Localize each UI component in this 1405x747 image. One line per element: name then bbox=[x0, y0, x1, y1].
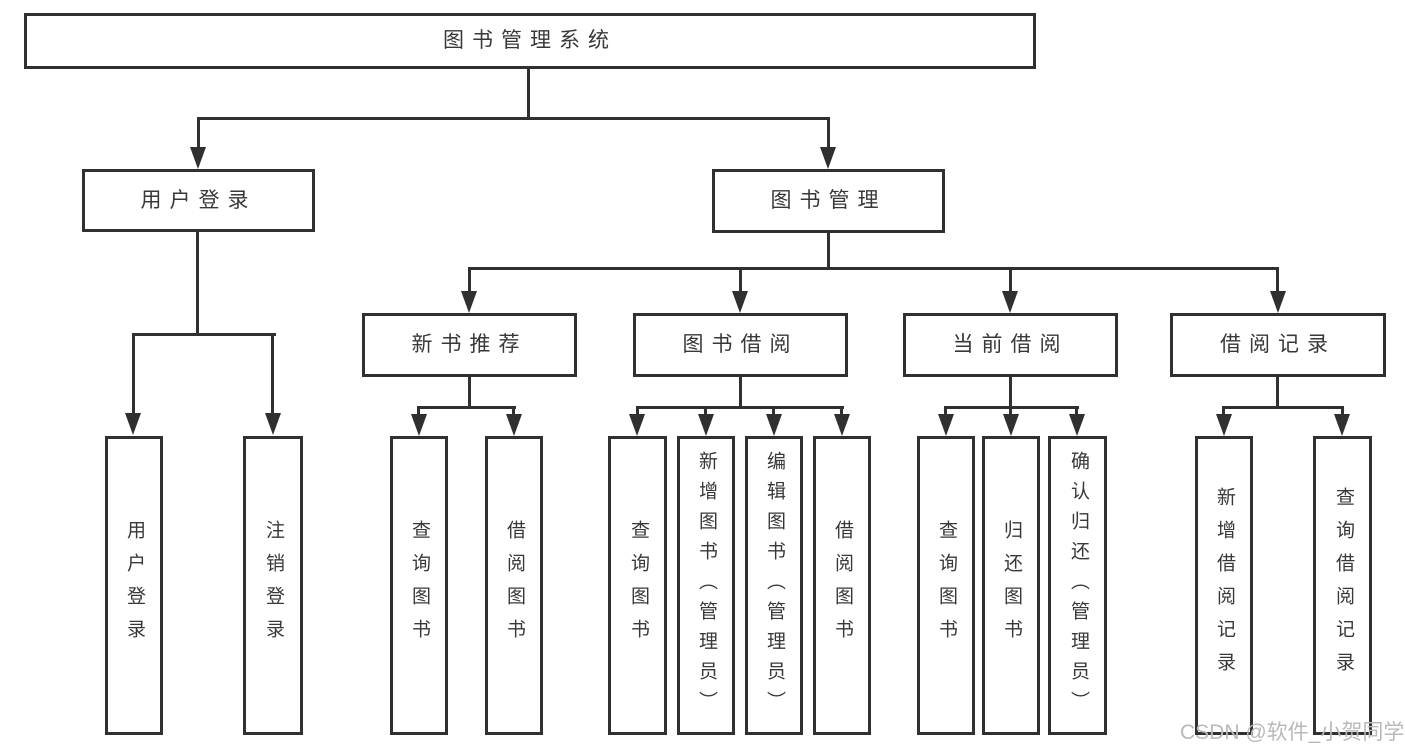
arrow-down-icon bbox=[1334, 414, 1350, 436]
leaf-nb-borrow-books: 借阅图书 bbox=[485, 436, 543, 735]
connector-book-mgmt-line bbox=[827, 117, 830, 147]
arrow-down-icon bbox=[834, 414, 850, 436]
arrow-down-icon bbox=[938, 414, 954, 436]
connector-leaf-line bbox=[704, 406, 707, 416]
arrow-down-icon bbox=[732, 291, 748, 313]
arrow-down-icon bbox=[461, 291, 477, 313]
connector-leaf-line bbox=[840, 406, 843, 416]
node-new-book-rec: 新书推荐 bbox=[362, 313, 577, 377]
node-root: 图书管理系统 bbox=[24, 13, 1036, 69]
connector-user-login-bar bbox=[132, 333, 276, 336]
arrow-down-icon bbox=[125, 413, 141, 435]
connector-borrow-records-bar bbox=[1222, 406, 1344, 409]
leaf-br-add-record: 新增借阅记录 bbox=[1195, 436, 1253, 735]
connector-leaf-line bbox=[1341, 406, 1344, 416]
arrow-down-icon bbox=[190, 147, 206, 169]
connector-book-borrow-line bbox=[739, 267, 742, 293]
leaf-bb-query-books: 查询图书 bbox=[608, 436, 667, 735]
node-book-mgmt: 图书管理 bbox=[712, 169, 945, 233]
leaf-cb-query-books: 查询图书 bbox=[917, 436, 975, 735]
arrow-down-icon bbox=[820, 147, 836, 169]
connector-leaf-logout-line bbox=[271, 333, 274, 415]
connector-leaf-line bbox=[1009, 406, 1012, 416]
connector-leaf-user-login-line bbox=[132, 333, 135, 415]
connector-book-mgmt-stub bbox=[827, 233, 830, 269]
connector-leaf-line bbox=[417, 406, 420, 416]
connector-current-borrow-stub bbox=[1009, 377, 1012, 408]
arrow-down-icon bbox=[766, 414, 782, 436]
leaf-cb-return-books: 归还图书 bbox=[982, 436, 1040, 735]
arrow-down-icon bbox=[1002, 291, 1018, 313]
arrow-down-icon bbox=[1216, 414, 1232, 436]
arrow-down-icon bbox=[1270, 291, 1286, 313]
connector-new-book-stub bbox=[468, 377, 471, 408]
watermark: CSDN @软件_小贺同学 bbox=[1180, 721, 1405, 744]
leaf-bb-borrow-books: 借阅图书 bbox=[813, 436, 871, 735]
leaf-user-login: 用户登录 bbox=[105, 436, 163, 735]
connector-user-login-line bbox=[197, 117, 200, 147]
arrow-down-icon bbox=[1069, 414, 1085, 436]
connector-borrow-records-line bbox=[1276, 267, 1279, 293]
connector-new-book-line bbox=[468, 267, 471, 293]
node-borrow-records: 借阅记录 bbox=[1170, 313, 1386, 377]
connector-current-borrow-line bbox=[1009, 267, 1012, 293]
leaf-cb-confirm-return-admin: 确认归还（管理员） bbox=[1048, 436, 1107, 735]
connector-leaf-line bbox=[944, 406, 947, 416]
connector-user-login-stub bbox=[196, 232, 199, 335]
node-user-login: 用户登录 bbox=[82, 169, 315, 232]
leaf-nb-query-books: 查询图书 bbox=[390, 436, 448, 735]
node-book-borrow: 图书借阅 bbox=[633, 313, 848, 377]
connector-leaf-line bbox=[512, 406, 515, 416]
arrow-down-icon bbox=[506, 414, 522, 436]
leaf-logout: 注销登录 bbox=[243, 436, 303, 735]
arrow-down-icon bbox=[1003, 414, 1019, 436]
connector-new-book-bar bbox=[417, 406, 516, 409]
arrow-down-icon bbox=[265, 413, 281, 435]
connector-book-mgmt-bar bbox=[468, 267, 1279, 270]
connector-root-stub bbox=[527, 69, 530, 118]
connector-leaf-line bbox=[772, 406, 775, 416]
connector-root-bar bbox=[197, 117, 830, 120]
node-current-borrow: 当前借阅 bbox=[903, 313, 1118, 377]
leaf-bb-add-books-admin: 新增图书（管理员） bbox=[677, 436, 735, 735]
arrow-down-icon bbox=[629, 414, 645, 436]
leaf-bb-edit-books-admin: 编辑图书（管理员） bbox=[745, 436, 803, 735]
connector-book-borrow-stub bbox=[739, 377, 742, 408]
connector-leaf-line bbox=[1075, 406, 1078, 416]
connector-leaf-line bbox=[636, 406, 639, 416]
leaf-br-query-record: 查询借阅记录 bbox=[1313, 436, 1372, 735]
connector-leaf-line bbox=[1222, 406, 1225, 416]
arrow-down-icon bbox=[698, 414, 714, 436]
connector-book-borrow-bar bbox=[636, 406, 844, 409]
arrow-down-icon bbox=[411, 414, 427, 436]
connector-borrow-records-stub bbox=[1276, 377, 1279, 408]
